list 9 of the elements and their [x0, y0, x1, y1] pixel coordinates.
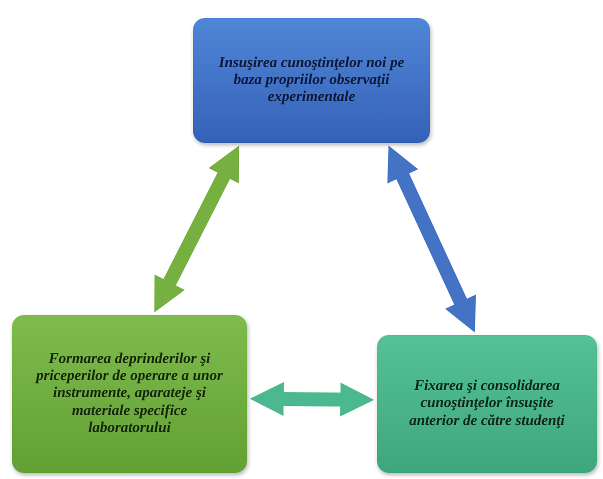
double-arrow: [154, 146, 240, 312]
double-arrow: [250, 382, 374, 417]
double-arrow: [387, 146, 476, 332]
text-box: [193, 18, 430, 143]
box-text: Insuşirea cunoştinţelor noi pe baza propriilor observaţii experimentale: [218, 54, 406, 106]
box-text: Fixarea şi consolidarea cunoştinţelor însuşite anterior de către studenţi: [408, 378, 566, 430]
text-box: [377, 335, 597, 473]
box-text: Formarea deprinderilor şi priceperilor de operare a unor instrumente, aparateje şi materiale specifice laboratorului: [34, 350, 224, 438]
text-box: [12, 315, 247, 473]
